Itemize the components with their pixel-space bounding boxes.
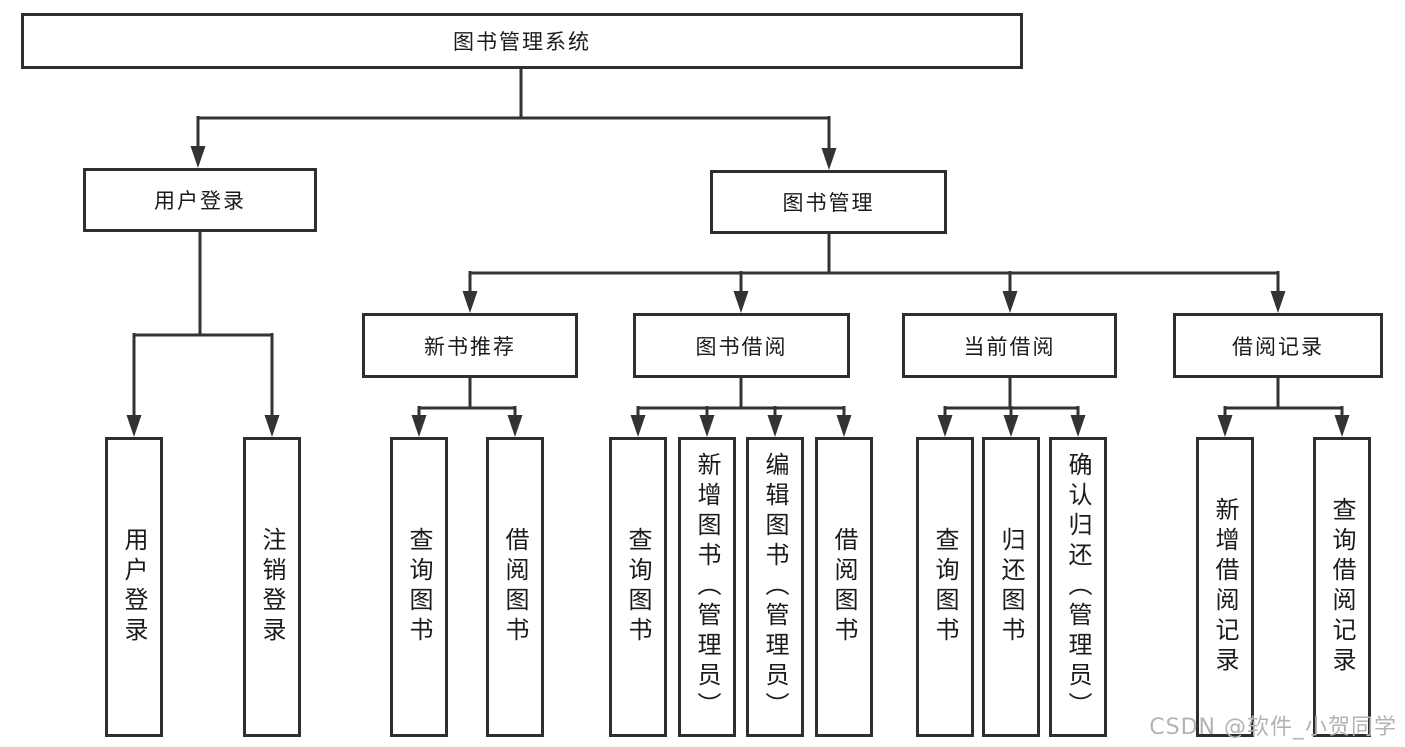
leaf-add-books-admin: 新增图书（管理员）: [678, 437, 736, 737]
leaf-query-books-current: 查询图书: [916, 437, 974, 737]
leaf-return-books: 归还图书: [982, 437, 1040, 737]
leaf-label: 新增图书（管理员）: [693, 452, 721, 722]
leaf-label: 查询图书: [405, 527, 433, 647]
leaf-label: 查询图书: [624, 527, 652, 647]
leaf-label: 归还图书: [997, 527, 1025, 647]
leaf-label: 查询图书: [931, 527, 959, 647]
leaf-query-borrow-record: 查询借阅记录: [1313, 437, 1371, 737]
leaf-borrow-books-recommend: 借阅图书: [486, 437, 544, 737]
arrowheads: [126, 146, 1350, 437]
leaf-label: 借阅图书: [830, 527, 858, 647]
leaf-logout: 注销登录: [243, 437, 301, 737]
leaf-user-login: 用户登录: [105, 437, 163, 737]
leaf-edit-books-admin: 编辑图书（管理员）: [746, 437, 804, 737]
leaf-confirm-return-admin: 确认归还（管理员）: [1049, 437, 1107, 737]
leaf-query-books-recommend: 查询图书: [390, 437, 448, 737]
leaf-label: 注销登录: [258, 527, 286, 647]
node-new-book-recommend: 新书推荐: [362, 313, 578, 378]
leaf-label: 新增借阅记录: [1211, 497, 1239, 677]
leaf-label: 查询借阅记录: [1328, 497, 1356, 677]
leaf-label: 用户登录: [120, 527, 148, 647]
node-book-management: 图书管理: [710, 170, 947, 234]
leaf-label: 编辑图书（管理员）: [761, 452, 789, 722]
leaf-add-borrow-record: 新增借阅记录: [1196, 437, 1254, 737]
leaf-borrow-books: 借阅图书: [815, 437, 873, 737]
node-borrowing-records: 借阅记录: [1173, 313, 1383, 378]
leaf-label: 借阅图书: [501, 527, 529, 647]
leaf-query-books-borrowing: 查询图书: [609, 437, 667, 737]
node-user-login: 用户登录: [83, 168, 317, 232]
node-book-borrowing: 图书借阅: [633, 313, 850, 378]
leaf-label: 确认归还（管理员）: [1064, 452, 1092, 722]
node-root-system: 图书管理系统: [21, 13, 1023, 69]
csdn-watermark: CSDN @软件_小贺同学: [1149, 715, 1397, 740]
node-current-borrowing: 当前借阅: [902, 313, 1117, 378]
